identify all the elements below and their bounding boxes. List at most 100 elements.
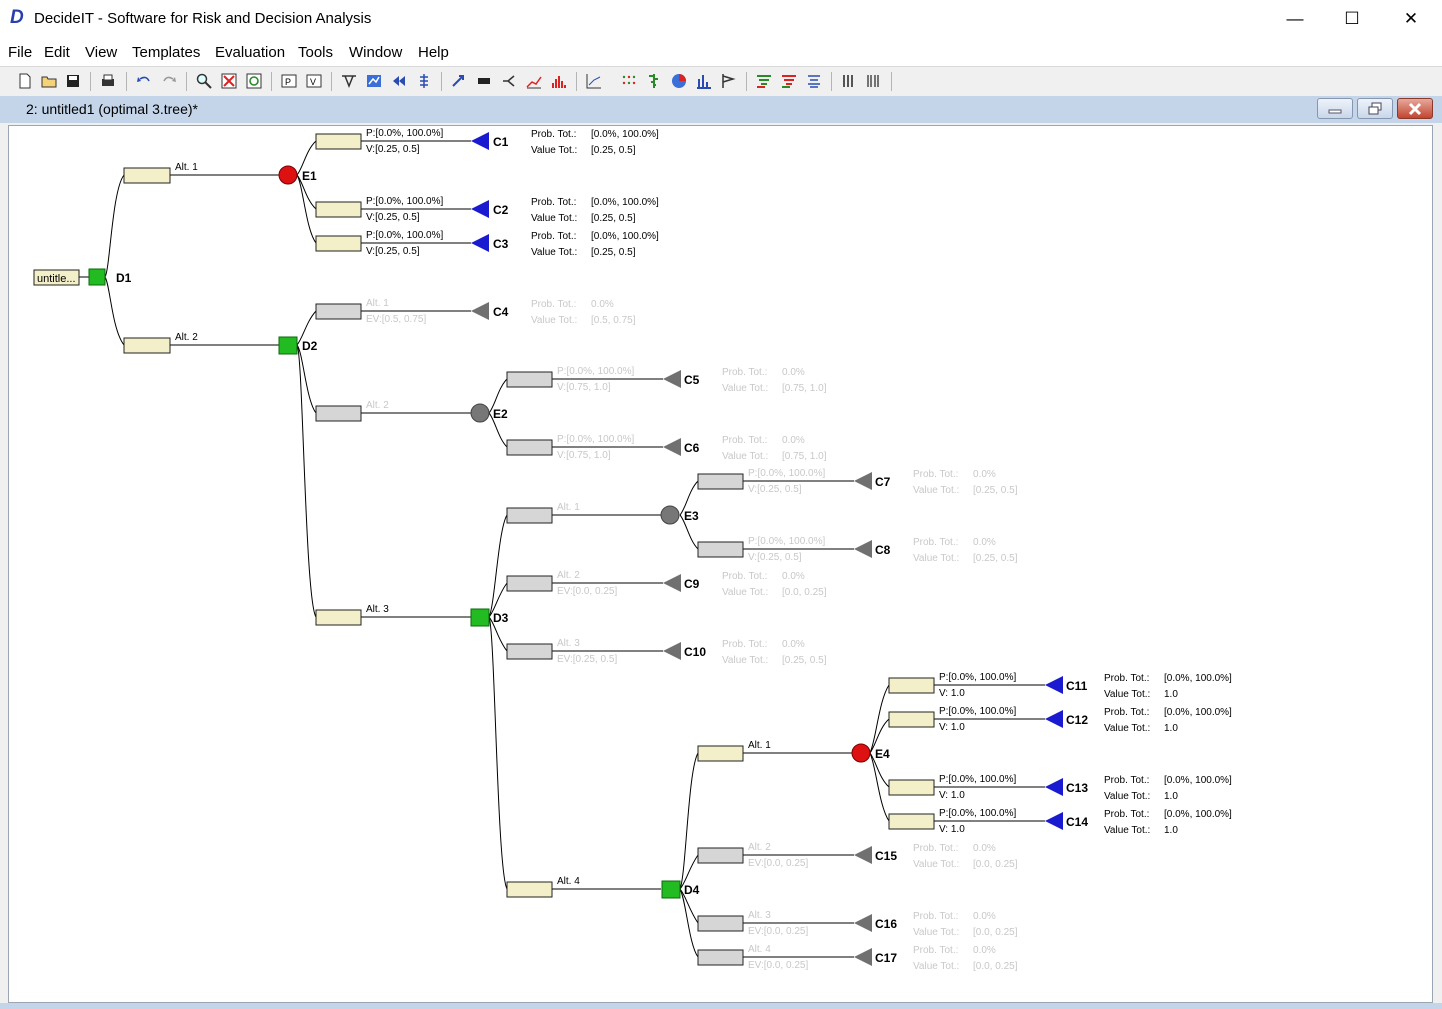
- consequence-node-c5[interactable]: [663, 370, 681, 388]
- event-node-e2[interactable]: [470, 403, 490, 423]
- menu-view[interactable]: View: [85, 44, 118, 61]
- consequence-node-c16[interactable]: [854, 914, 872, 932]
- consequence-node-c15[interactable]: [854, 846, 872, 864]
- collapse-icon[interactable]: [391, 73, 407, 89]
- undo-icon[interactable]: [136, 73, 152, 89]
- doc-restore-button[interactable]: [1357, 98, 1393, 119]
- menu-evaluation[interactable]: Evaluation: [215, 44, 286, 61]
- tornado-icon[interactable]: [646, 73, 662, 89]
- branch-box[interactable]: [697, 473, 744, 490]
- consequence-node-c14[interactable]: [1045, 812, 1063, 830]
- branch-box[interactable]: [315, 201, 362, 218]
- consequence-node-c10[interactable]: [663, 642, 681, 660]
- histogram-icon[interactable]: [551, 73, 567, 89]
- decision-node-d1[interactable]: [88, 268, 106, 286]
- menu-file[interactable]: File: [8, 44, 33, 61]
- menu-templates[interactable]: Templates: [132, 44, 201, 61]
- redo-icon[interactable]: [161, 73, 177, 89]
- consequence-node-c8[interactable]: [854, 540, 872, 558]
- consequence-node-c6[interactable]: [663, 438, 681, 456]
- branch-box[interactable]: [697, 745, 744, 762]
- consequence-node-c9[interactable]: [663, 574, 681, 592]
- minimize-icon[interactable]: —: [1286, 9, 1304, 28]
- value-tot-value: [0.75, 1.0]: [782, 383, 827, 394]
- branch-box[interactable]: [315, 609, 362, 626]
- branch-box[interactable]: [315, 303, 362, 320]
- branch-box[interactable]: [123, 167, 171, 184]
- branch-box[interactable]: [315, 133, 362, 150]
- bars-b-icon[interactable]: [866, 73, 882, 89]
- scatter-icon[interactable]: [586, 73, 602, 89]
- tree-transform-icon[interactable]: [341, 73, 357, 89]
- align-icon[interactable]: [806, 73, 822, 89]
- branch-box[interactable]: [697, 915, 744, 932]
- close-icon[interactable]: ✕: [1403, 9, 1419, 28]
- consequence-node-c11[interactable]: [1045, 676, 1063, 694]
- branch-box[interactable]: [697, 847, 744, 864]
- decision-node-d4[interactable]: [661, 880, 681, 899]
- consequence-node-c12[interactable]: [1045, 710, 1063, 728]
- zoom-icon[interactable]: [196, 73, 212, 89]
- branch-box[interactable]: [506, 507, 553, 524]
- node-pick-icon[interactable]: [501, 73, 517, 89]
- event-node-e3[interactable]: [660, 505, 680, 525]
- expand-icon[interactable]: [416, 73, 432, 89]
- event-node-e1[interactable]: [278, 165, 298, 185]
- branch-box[interactable]: [506, 575, 553, 592]
- tree-canvas[interactable]: untitle...: [8, 125, 1433, 1003]
- new-file-icon[interactable]: [17, 73, 33, 89]
- consequence-node-c7[interactable]: [854, 472, 872, 490]
- branch-box[interactable]: [888, 813, 935, 830]
- dots-icon[interactable]: [621, 73, 637, 89]
- branch-box[interactable]: [506, 881, 553, 898]
- value-tot-value: 1.0: [1164, 689, 1178, 700]
- bar-icon[interactable]: [476, 73, 492, 89]
- refresh-icon[interactable]: [246, 73, 262, 89]
- maximize-icon[interactable]: ☐: [1344, 9, 1360, 28]
- consequence-node-c4[interactable]: [471, 302, 489, 320]
- prob-table-icon[interactable]: P: [281, 73, 297, 89]
- print-icon[interactable]: [100, 73, 116, 89]
- branch-box[interactable]: [888, 779, 935, 796]
- branch-box[interactable]: [888, 677, 935, 694]
- pie-chart-icon[interactable]: [671, 73, 687, 89]
- doc-close-button[interactable]: [1397, 98, 1433, 119]
- line-chart-icon[interactable]: [526, 73, 542, 89]
- menu-window[interactable]: Window: [349, 44, 403, 61]
- menu-help[interactable]: Help: [418, 44, 449, 61]
- open-folder-icon[interactable]: [41, 73, 57, 89]
- menu-edit[interactable]: Edit: [44, 44, 70, 61]
- decision-node-d3[interactable]: [470, 608, 490, 627]
- branch-box[interactable]: [697, 541, 744, 558]
- bars-a-icon[interactable]: [841, 73, 857, 89]
- bar-chart-icon[interactable]: [696, 73, 712, 89]
- evaluate-icon[interactable]: [366, 73, 382, 89]
- branch-prob: P:[0.0%, 100.0%]: [557, 434, 634, 445]
- consequence-node-c1[interactable]: [471, 132, 489, 150]
- consequence-node-c2[interactable]: [471, 200, 489, 218]
- branch-box[interactable]: [123, 337, 171, 354]
- event-node-e4[interactable]: [851, 743, 871, 763]
- branch-box[interactable]: [315, 405, 362, 422]
- prob-tot-label: Prob. Tot.:: [722, 639, 767, 650]
- branch-box[interactable]: [697, 949, 744, 966]
- consequence-node-c17[interactable]: [854, 948, 872, 966]
- menu-tools[interactable]: Tools: [298, 44, 334, 61]
- sort-b-icon[interactable]: [781, 73, 797, 89]
- flip-icon[interactable]: [450, 73, 466, 89]
- decision-node-d2[interactable]: [278, 336, 298, 355]
- delete-node-icon[interactable]: [221, 73, 237, 89]
- sort-a-icon[interactable]: [756, 73, 772, 89]
- branch-box[interactable]: [888, 711, 935, 728]
- consequence-node-c3[interactable]: [471, 234, 489, 252]
- save-icon[interactable]: [65, 73, 81, 89]
- value-table-icon[interactable]: V: [306, 73, 322, 89]
- branch-box[interactable]: [315, 235, 362, 252]
- branch-box[interactable]: [506, 643, 553, 660]
- branch-box[interactable]: [506, 371, 553, 388]
- flag-icon[interactable]: [721, 73, 737, 89]
- consequence-node-c13[interactable]: [1045, 778, 1063, 796]
- doc-minimize-button[interactable]: [1317, 98, 1353, 119]
- root-box[interactable]: [33, 269, 80, 286]
- branch-box[interactable]: [506, 439, 553, 456]
